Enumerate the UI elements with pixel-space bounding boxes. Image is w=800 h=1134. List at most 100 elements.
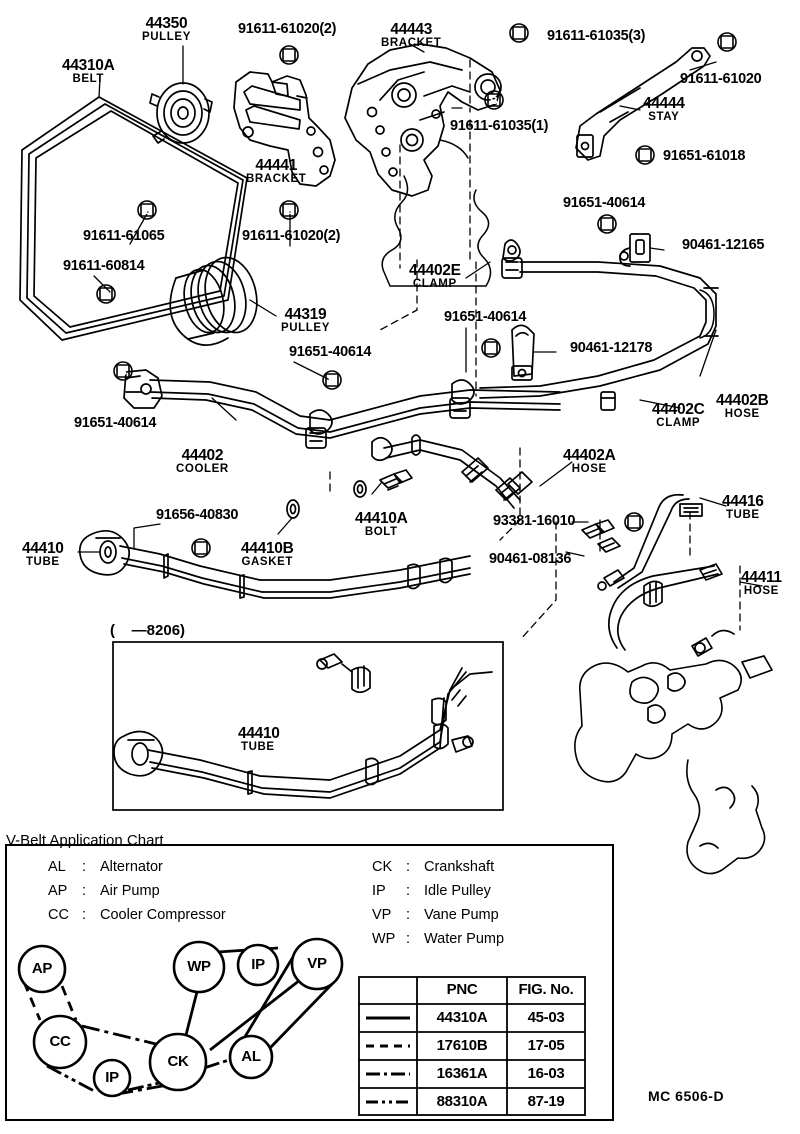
chart-pulley-label-vp-7: VP bbox=[307, 955, 327, 972]
legend-separator: : bbox=[406, 859, 411, 875]
callout-part-number: 44350 bbox=[145, 15, 188, 32]
inset-caption: ( —8206) bbox=[110, 622, 186, 639]
callout-part-number: 91651-40614 bbox=[563, 195, 646, 211]
chart-pulley-label-ip-5: IP bbox=[251, 956, 265, 973]
legend-abbr: WP bbox=[372, 931, 396, 947]
chart-pulley-label-al-6: AL bbox=[241, 1048, 261, 1065]
chart-title: V-Belt Application Chart bbox=[6, 832, 164, 849]
clamp-44402E-illustration bbox=[501, 239, 523, 279]
callout-part-name: GASKET bbox=[241, 555, 294, 568]
callout-part-name: HOSE bbox=[571, 462, 607, 475]
callout-91611-61035-1: 91611-61035(1) bbox=[450, 118, 549, 134]
inset-part-number: 44410 bbox=[238, 725, 280, 742]
chart-pulley-label-ap-0: AP bbox=[31, 960, 53, 977]
legend-text: Alternator bbox=[100, 859, 163, 875]
svg-text:B: B bbox=[641, 150, 649, 162]
callout-part-number: 44410 bbox=[22, 540, 64, 557]
svg-text:B: B bbox=[102, 289, 110, 301]
callout-part-number: 44416 bbox=[722, 493, 764, 510]
callout-91611-61020: 91611-61020 bbox=[680, 72, 762, 87]
chart-pulley-ip-5 bbox=[236, 943, 280, 987]
svg-text:B: B bbox=[630, 517, 638, 529]
callout-part-name: BOLT bbox=[364, 525, 398, 538]
table-cell-fig-3: 87-19 bbox=[527, 1093, 565, 1110]
pulley-44319-illustration bbox=[169, 256, 258, 346]
callout-part-name: COOLER bbox=[176, 462, 229, 475]
table-header-fig: FIG. No. bbox=[518, 981, 574, 998]
table-header-pnc: PNC bbox=[446, 981, 478, 998]
callout-part-number: 44310A bbox=[62, 57, 115, 74]
bolt-marker-letters: BB BB BB BB BB BB BB bbox=[102, 28, 731, 555]
inset-box-8206 bbox=[112, 641, 504, 811]
callout-90461-12178: 90461-12178 bbox=[570, 341, 652, 356]
legend-text: Water Pump bbox=[424, 931, 505, 947]
svg-text:B: B bbox=[197, 543, 205, 555]
callout-part-number: 44319 bbox=[284, 306, 327, 323]
chart-pulley-ck-3 bbox=[148, 1032, 208, 1092]
callout-part-number: 44402 bbox=[181, 447, 224, 464]
svg-text:B: B bbox=[515, 28, 523, 40]
callout-91611-61035-3: 91611-61035(3) bbox=[547, 28, 646, 44]
legend-item-wp-3: WP: Water Pump bbox=[372, 931, 504, 947]
svg-text:B: B bbox=[490, 95, 498, 107]
callout-part-number: 93381-16010 bbox=[493, 513, 576, 529]
chart-pulley-label-ip-2: IP bbox=[105, 1069, 119, 1086]
legend-item-ip-1: IP:Idle Pulley bbox=[372, 883, 491, 899]
legend-text: Crankshaft bbox=[424, 859, 495, 875]
callout-91611-61065: 91611-61065 bbox=[83, 228, 165, 244]
callout-part-number: 91611-60814 bbox=[63, 258, 145, 274]
chart-table-line-samples bbox=[366, 1016, 410, 1104]
chart-table-grid bbox=[358, 976, 586, 1116]
hose-44402B-illustration bbox=[479, 261, 719, 399]
table-cell-pnc-3: 88310A bbox=[436, 1093, 488, 1110]
table-cell-pnc-2: 16361A bbox=[436, 1065, 488, 1082]
chart-pulley-wp-4 bbox=[172, 940, 226, 994]
callout-part-number: 44402C bbox=[652, 401, 705, 418]
legend-separator: : bbox=[82, 883, 87, 899]
legend-abbr: CK bbox=[372, 859, 393, 875]
belt-route-dashed bbox=[22, 981, 78, 1021]
callout-91651-40614-left: 91651-40614 bbox=[74, 416, 156, 431]
tube-44416-illustration bbox=[597, 493, 703, 591]
legend-item-ck-0: CK: Crankshaft bbox=[372, 859, 494, 875]
legend-text: Cooler Compressor bbox=[100, 907, 226, 923]
stay-44444-illustration bbox=[575, 47, 711, 161]
callout-91651-40614-mid: 91651-40614 bbox=[444, 310, 526, 325]
legend-item-cc-2: CC:Cooler Compressor bbox=[48, 907, 226, 923]
legend-separator: : bbox=[82, 859, 87, 875]
figure-code: MC 6506-D bbox=[648, 1088, 725, 1104]
callout-part-number: 44444 bbox=[643, 95, 685, 112]
svg-text:B: B bbox=[143, 205, 151, 217]
table-cell-fig-1: 17-05 bbox=[527, 1037, 565, 1054]
callout-91651-61018: 91651-61018 bbox=[663, 149, 745, 164]
callout-part-number: 91651-40614 bbox=[444, 309, 527, 325]
table-cell-fig-0: 45-03 bbox=[527, 1009, 565, 1026]
callout-part-number: 44410A bbox=[355, 510, 408, 527]
svg-text:B: B bbox=[603, 219, 611, 231]
callout-part-number: 91651-61018 bbox=[663, 148, 746, 164]
callout-part-number: 44411 bbox=[741, 569, 782, 586]
chart-pulley-cc-1 bbox=[32, 1014, 88, 1070]
legend-separator: : bbox=[82, 907, 87, 923]
legend-abbr: VP bbox=[372, 907, 392, 923]
callout-part-number: 91611-61065 bbox=[83, 228, 165, 244]
callout-part-number: 91611-61035(1) bbox=[450, 118, 549, 134]
legend-separator: : bbox=[406, 931, 411, 947]
callout-91611-61020-2a: 91611-61020(2) bbox=[238, 22, 337, 37]
legend-item-ap-1: AP:Air Pump bbox=[48, 883, 160, 899]
chart-pulley-ip-2 bbox=[92, 1058, 132, 1098]
svg-text:B: B bbox=[119, 366, 127, 378]
steering-gear-illustration bbox=[574, 629, 773, 875]
dashed-leader-lines bbox=[329, 59, 741, 641]
callout-90461-12165: 90461-12165 bbox=[682, 238, 764, 253]
callout-91611-61020-2b: 91611-61020(2) bbox=[242, 229, 341, 244]
callout-part-number: 91611-61035(3) bbox=[547, 28, 646, 44]
callout-part-name: HOSE bbox=[724, 407, 760, 420]
